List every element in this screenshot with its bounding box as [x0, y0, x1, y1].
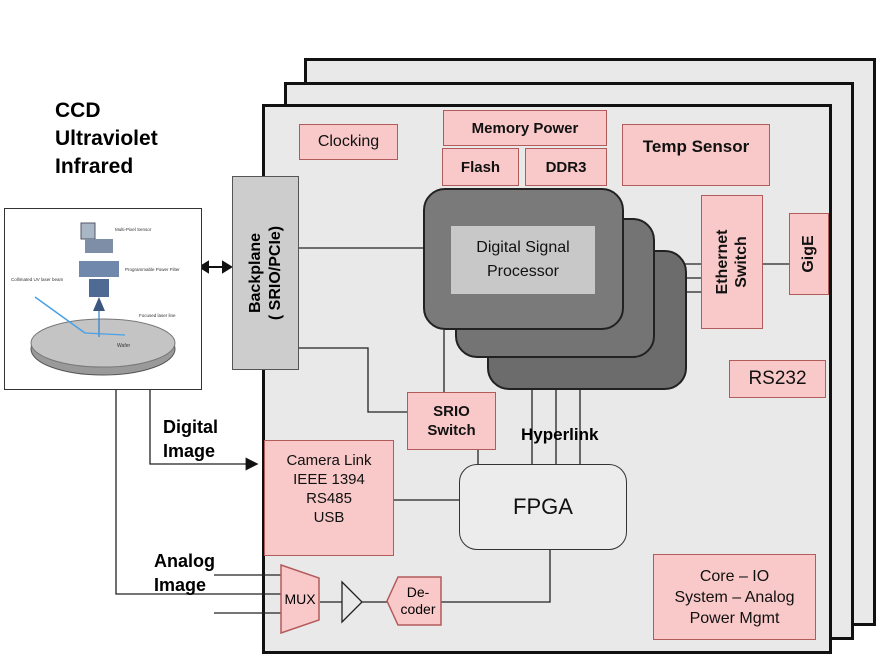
mux-label: MUX — [284, 591, 316, 607]
srio-switch-label: Switch — [427, 422, 476, 439]
optics-label-wafer: Wafer — [117, 343, 130, 349]
sensor-type-ccd: CCD — [55, 99, 101, 122]
gige-label: GigE — [800, 235, 817, 273]
power-mgmt-label: Power Mgmt — [689, 609, 780, 627]
clocking-label: Clocking — [317, 133, 380, 150]
fpga-box: FPGA — [459, 464, 627, 550]
rs232-label: RS232 — [748, 368, 807, 389]
fpga-label: FPGA — [513, 494, 573, 519]
backplane-box: Backplane ( SRIO/PCIe) — [232, 176, 299, 370]
backplane-bus-label: ( SRIO/PCIe) — [266, 225, 284, 321]
sensor-type-ultraviolet: Ultraviolet — [55, 127, 158, 150]
memory-power-label: Memory Power — [471, 119, 579, 137]
dsp-layer-1: Digital Signal Processor — [423, 188, 624, 330]
power-core-io-label: Core – IO — [699, 567, 770, 585]
gige-box: GigE — [789, 213, 829, 295]
analog-image-line-2: Image — [154, 575, 207, 595]
rs232-box: RS232 — [729, 360, 826, 398]
backplane-label: Backplane — [246, 232, 264, 314]
camera-interfaces-box: Camera Link IEEE 1394 RS485 USB — [264, 440, 394, 556]
temp-sensor-label: Temp Sensor — [642, 137, 750, 156]
decoder-label-2: coder — [400, 601, 436, 617]
digital-image-label: Digital Image — [163, 415, 218, 463]
optics-label-filter: Programmable Power Filter — [125, 267, 180, 272]
power-mgmt-box: Core – IO System – Analog Power Mgmt — [653, 554, 816, 640]
optics-label-line: Focused laser line — [139, 313, 176, 318]
analog-image-label: Analog Image — [154, 549, 215, 597]
mux-shape — [280, 564, 320, 634]
power-system-analog-label: System – Analog — [674, 588, 795, 606]
clocking-box: Clocking — [299, 124, 398, 160]
digital-image-line-2: Image — [163, 441, 216, 461]
dsp-label-panel: Digital Signal Processor — [451, 226, 595, 294]
flash-box: Flash — [442, 148, 519, 186]
flash-label: Flash — [460, 158, 501, 176]
decoder-shape — [386, 576, 442, 626]
camera-optics-image: Multi-Pixel Sensor Programmable Power Fi… — [4, 208, 202, 390]
temp-sensor-box: Temp Sensor — [622, 124, 770, 186]
srio-label: SRIO — [433, 403, 470, 420]
memory-power-box: Memory Power — [443, 110, 607, 146]
optics-label-beam: Collimated UV laser beam — [11, 277, 64, 282]
ethernet-switch-label: Switch — [733, 236, 750, 288]
usb-label: USB — [313, 509, 345, 526]
optics-illustration: Multi-Pixel Sensor Programmable Power Fi… — [11, 222, 180, 376]
camera-link-label: Camera Link — [286, 452, 372, 469]
hyperlink-label: Hyperlink — [521, 425, 599, 444]
ddr3-box: DDR3 — [525, 148, 607, 186]
ieee1394-label: IEEE 1394 — [293, 471, 365, 488]
ddr3-label: DDR3 — [545, 158, 587, 176]
digital-image-line-1: Digital — [163, 417, 219, 437]
decoder-label-1: De- — [406, 584, 430, 600]
mux-box: MUX — [280, 564, 320, 634]
ethernet-label: Ethernet — [714, 229, 731, 295]
rs485-label: RS485 — [306, 490, 352, 507]
analog-image-line-1: Analog — [154, 551, 215, 571]
ethernet-switch-box: Ethernet Switch — [701, 195, 763, 329]
sensor-type-infrared: Infrared — [55, 155, 134, 178]
srio-switch-box: SRIO Switch — [407, 392, 496, 450]
optics-label-sensor: Multi-Pixel Sensor — [115, 227, 152, 232]
dsp-label-line-2: Processor — [486, 263, 560, 280]
dsp-label-line-1: Digital Signal — [476, 239, 570, 256]
sensor-types-label: CCD Ultraviolet Infrared — [55, 97, 158, 181]
decoder-box: De- coder — [386, 576, 442, 626]
